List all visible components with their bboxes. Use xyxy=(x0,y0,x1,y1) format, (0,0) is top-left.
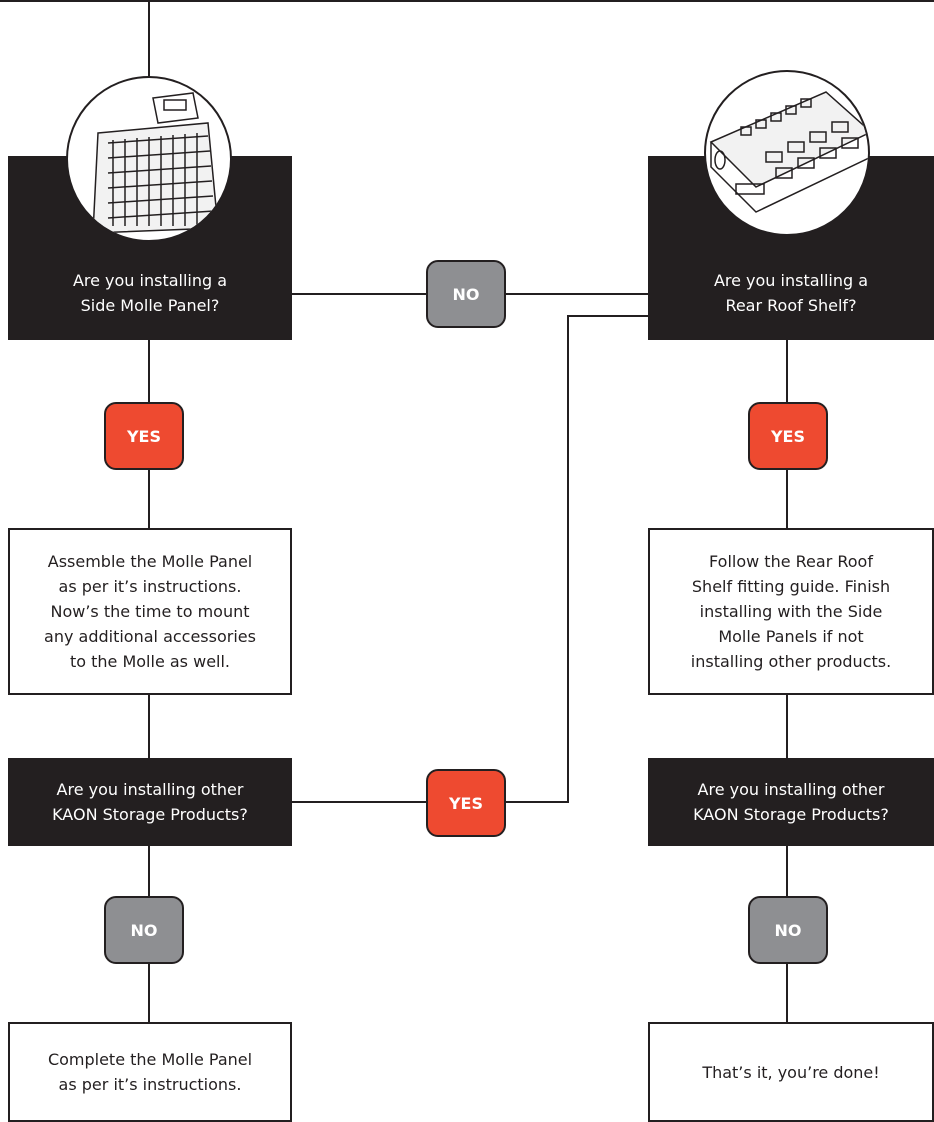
yes-button[interactable]: YES xyxy=(426,769,506,837)
shelf-slots xyxy=(740,98,859,179)
answer-line: Molle Panels if not xyxy=(718,627,864,646)
answer-complete-molle-panel: Complete the Molle Panel as per it’s ins… xyxy=(8,1022,292,1122)
answer-line: any additional accessories xyxy=(44,627,256,646)
molle-grid xyxy=(107,133,215,226)
question-line: KAON Storage Products? xyxy=(52,805,248,824)
question-line: Rear Roof Shelf? xyxy=(725,296,857,315)
answer-line: installing other products. xyxy=(690,652,892,671)
rear-roof-shelf-photo xyxy=(704,70,870,236)
answer-line: Now’s the time to mount xyxy=(50,602,250,621)
question-line: Are you installing a xyxy=(713,271,869,290)
answer-follow-rear-roof-shelf-guide: Follow the Rear Roof Shelf fitting guide… xyxy=(648,528,934,695)
question-other-storage-products: Are you installing other KAON Storage Pr… xyxy=(8,758,292,846)
answer-done: That’s it, you’re done! xyxy=(648,1022,934,1122)
answer-line: That’s it, you’re done! xyxy=(702,1062,880,1082)
answer-assemble-molle-panel: Assemble the Molle Panel as per it’s ins… xyxy=(8,528,292,695)
answer-line: to the Molle as well. xyxy=(69,652,231,671)
yes-connector xyxy=(292,315,648,803)
question-line: Side Molle Panel? xyxy=(80,296,220,315)
question-other-storage-products: Are you installing other KAON Storage Pr… xyxy=(648,758,934,846)
answer-line: installing with the Side xyxy=(699,602,883,621)
answer-line: Follow the Rear Roof xyxy=(709,552,873,571)
answer-line: as per it’s instructions. xyxy=(58,1075,242,1094)
answer-line: Shelf fitting guide. Finish xyxy=(691,577,891,596)
no-button[interactable]: NO xyxy=(748,896,828,964)
answer-line: Assemble the Molle Panel xyxy=(47,552,253,571)
no-button[interactable]: NO xyxy=(426,260,506,328)
yes-button[interactable]: YES xyxy=(748,402,828,470)
question-line: Are you installing other xyxy=(697,780,885,799)
molle-panel-photo xyxy=(66,76,232,242)
question-line: Are you installing a xyxy=(72,271,228,290)
question-line: Are you installing other xyxy=(56,780,244,799)
no-button[interactable]: NO xyxy=(104,896,184,964)
yes-button[interactable]: YES xyxy=(104,402,184,470)
answer-line: as per it’s instructions. xyxy=(58,577,242,596)
answer-line: Complete the Molle Panel xyxy=(47,1050,253,1069)
question-line: KAON Storage Products? xyxy=(693,805,889,824)
